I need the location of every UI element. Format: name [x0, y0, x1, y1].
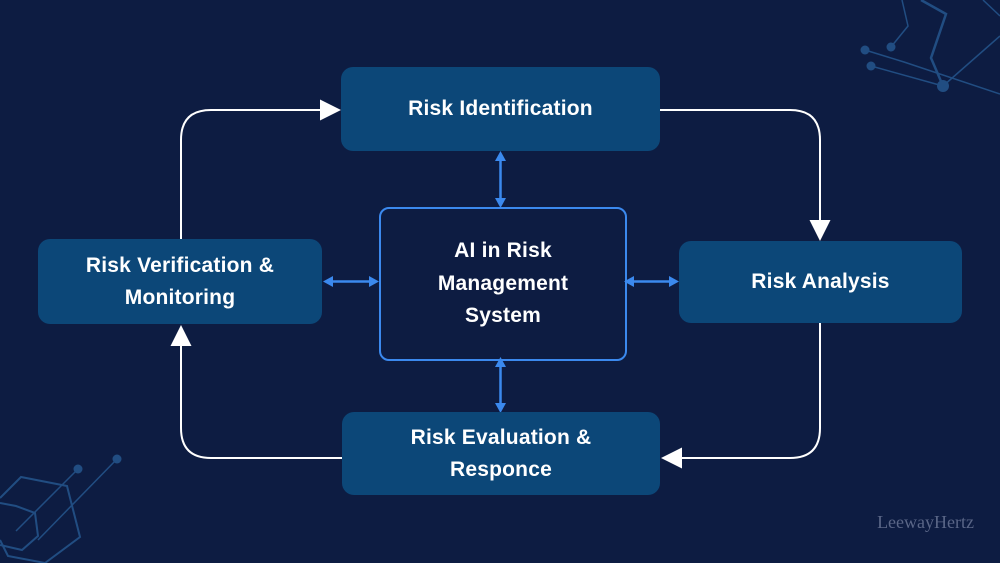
node-risk-identification: Risk Identification	[341, 67, 660, 151]
cycle-arrow-bottom-to-left	[170, 325, 342, 459]
center-node-label: AI in Risk Management System	[437, 238, 569, 328]
cycle-arrow-left-to-top	[180, 99, 341, 240]
arrowhead-right-icon	[369, 276, 379, 287]
connector-center-top	[495, 151, 506, 208]
circuit-trace	[920, 0, 948, 87]
circuit-node	[886, 42, 896, 52]
connector-center-bottom	[495, 357, 506, 413]
node-label: Risk Analysis	[751, 270, 890, 294]
hexagon-outline	[0, 475, 82, 563]
cycle-arrow-top-to-right	[660, 109, 831, 241]
hexagon-outline	[0, 539, 46, 563]
node-label: Risk Identification	[408, 97, 593, 121]
arrowhead-up-icon	[495, 151, 506, 161]
circuit-trace	[982, 0, 1000, 17]
arrowhead-down-icon	[495, 198, 506, 208]
connector-center-right	[624, 276, 679, 287]
node-label: Risk Evaluation & Responce	[410, 426, 592, 481]
arrowhead-left-icon	[624, 276, 634, 287]
node-label: Risk Verification & Monitoring	[85, 254, 275, 309]
connector-center-left	[323, 276, 379, 287]
circuit-decoration-top-right	[860, 0, 1000, 95]
arrowhead-right-icon	[669, 276, 679, 287]
arrowhead-right-icon	[320, 99, 341, 121]
node-ai-risk-management-system: AI in Risk Management System	[379, 207, 627, 361]
circuit-trace	[870, 65, 944, 87]
node-risk-analysis: Risk Analysis	[679, 241, 962, 323]
circuit-decoration-bottom-left	[0, 454, 122, 563]
circuit-trace	[15, 468, 79, 532]
circuit-trace	[890, 0, 909, 48]
hexagon-outline	[0, 502, 40, 552]
arrowhead-down-icon	[495, 403, 506, 413]
arrowhead-up-icon	[170, 325, 192, 346]
circuit-trace	[864, 49, 1000, 95]
circuit-trace	[942, 35, 1000, 87]
circuit-trace	[37, 458, 118, 541]
cycle-arrow-right-to-bottom	[661, 323, 821, 469]
node-risk-evaluation-responce: Risk Evaluation & Responce	[342, 412, 660, 495]
node-risk-verification-monitoring: Risk Verification & Monitoring	[38, 239, 322, 324]
arrowhead-up-icon	[495, 357, 506, 367]
arrowhead-down-icon	[809, 220, 831, 241]
leewayhertz-watermark: LeewayHertz	[877, 512, 974, 532]
arrowhead-left-icon	[661, 447, 682, 469]
arrowhead-left-icon	[323, 276, 333, 287]
